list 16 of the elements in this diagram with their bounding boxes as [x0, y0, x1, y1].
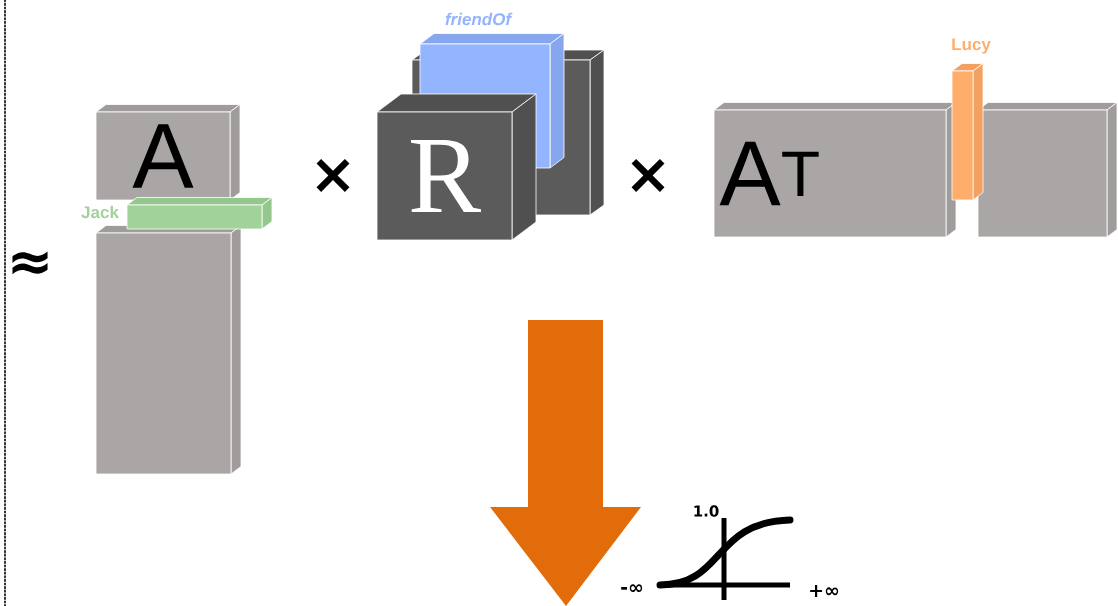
matrix-block: A [95, 104, 241, 201]
axis-label: +∞ [810, 585, 839, 597]
embedding-bar [951, 63, 984, 201]
embedding-bar [126, 197, 273, 230]
matrix-block [95, 225, 242, 475]
entity-label: Lucy [952, 38, 991, 54]
times-sign: × [316, 159, 350, 192]
axis-label: -∞ [621, 584, 643, 593]
matrix-block [977, 102, 1118, 238]
tensor-cube: R [376, 93, 537, 241]
relation-label: friendOf [445, 12, 513, 26]
matrix-block: A$^{T}$ [713, 102, 957, 238]
times-sign: × [631, 159, 665, 192]
axis-label: 1.0 [694, 505, 719, 517]
entity-label: Jack [81, 205, 119, 219]
approx-sign: ≈ [12, 251, 48, 275]
